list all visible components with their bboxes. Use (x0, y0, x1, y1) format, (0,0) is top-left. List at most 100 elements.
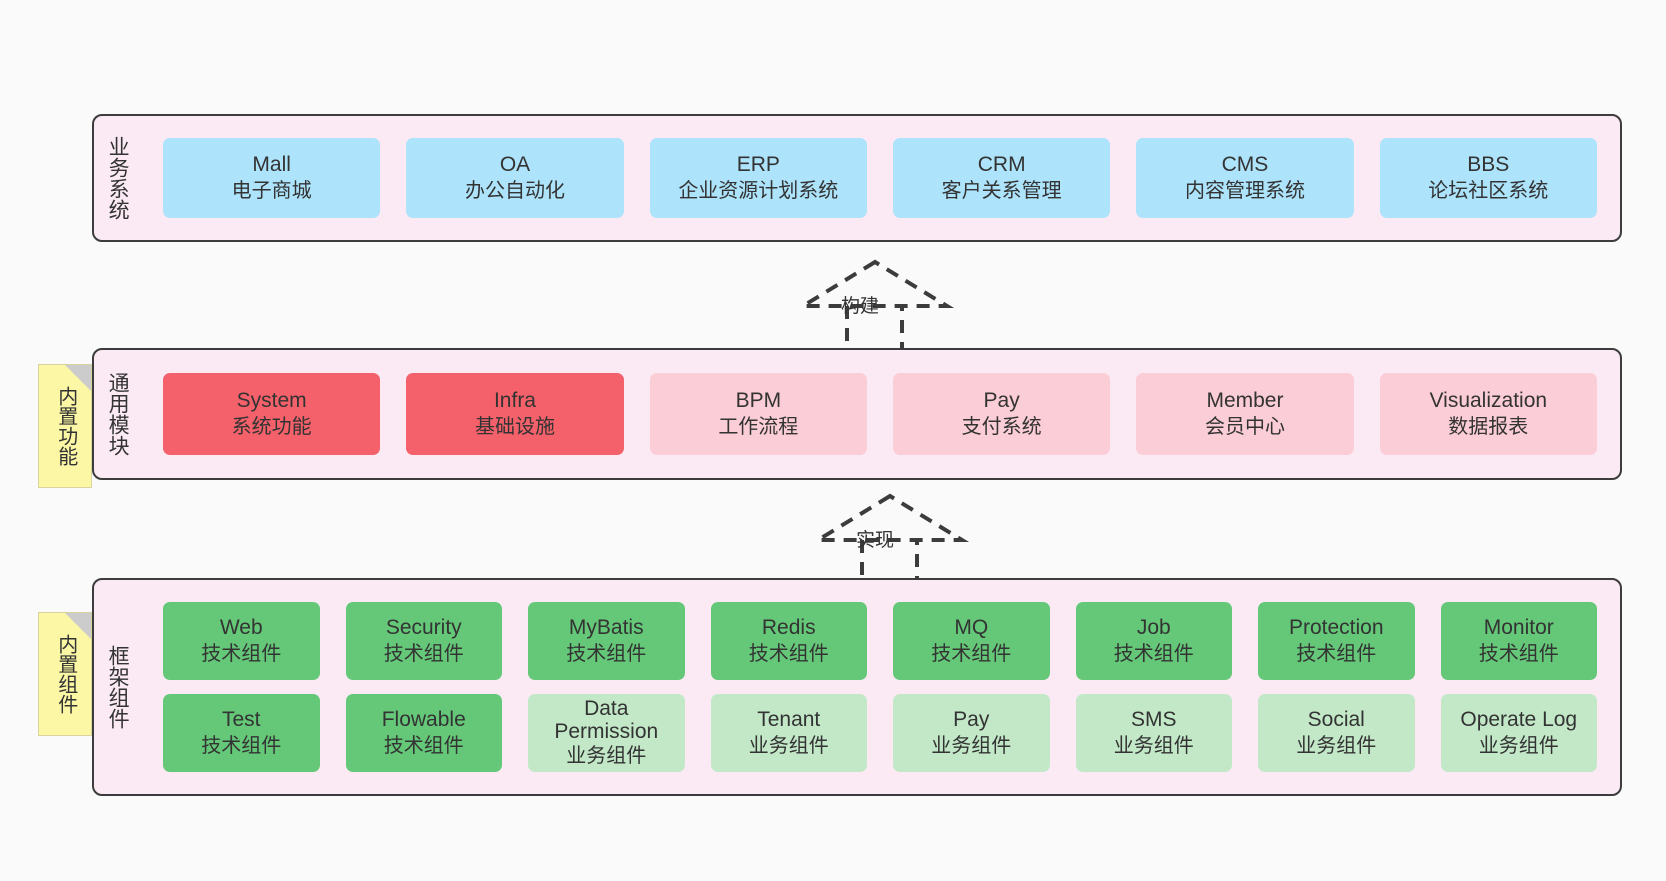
node-subtitle: 业务组件 (1113, 734, 1194, 757)
node-title: Web (219, 616, 263, 640)
node-title: MyBatis (568, 616, 644, 640)
node-subtitle: 客户关系管理 (941, 179, 1062, 202)
note-builtin-function: 内置功能 (38, 364, 92, 488)
note-builtin-component-label: 内置组件 (54, 634, 77, 714)
node-job[interactable]: Job 技术组件 (1075, 602, 1232, 680)
framework-row-business: Test 技术组件 Flowable 技术组件 Data Permission … (150, 694, 1610, 772)
node-operate-log[interactable]: Operate Log 业务组件 (1440, 694, 1597, 772)
node-title: CMS (1221, 153, 1269, 177)
node-title: Member (1206, 389, 1284, 413)
node-subtitle: 业务组件 (931, 734, 1012, 757)
node-subtitle: 企业资源计划系统 (678, 179, 839, 202)
business-system-items: Mall 电子商城 OA 办公自动化 ERP 企业资源计划系统 CRM 客户关系… (140, 116, 1620, 240)
node-data-permission[interactable]: Data Permission 业务组件 (528, 694, 685, 772)
node-tenant[interactable]: Tenant 业务组件 (710, 694, 867, 772)
node-title: Operate Log (1460, 708, 1578, 732)
node-title: CRM (977, 153, 1026, 177)
node-system[interactable]: System 系统功能 (163, 373, 381, 455)
framework-component-items: Web 技术组件 Security 技术组件 MyBatis 技术组件 Redi… (140, 580, 1620, 794)
node-subtitle: 系统功能 (231, 415, 312, 438)
node-cms[interactable]: CMS 内容管理系统 (1136, 138, 1354, 218)
node-title: System (236, 389, 307, 413)
node-subtitle: 数据报表 (1448, 415, 1529, 438)
node-mall[interactable]: Mall 电子商城 (163, 138, 381, 218)
node-crm[interactable]: CRM 客户关系管理 (892, 138, 1111, 218)
node-sms[interactable]: SMS 业务组件 (1075, 694, 1232, 772)
business-system-band: 业务系统 Mall 电子商城 OA 办公自动化 ERP 企业资源计划系统 CRM… (92, 114, 1622, 242)
node-mybatis[interactable]: MyBatis 技术组件 (528, 602, 685, 680)
node-flowable[interactable]: Flowable 技术组件 (345, 694, 502, 772)
framework-component-label: 框架组件 (106, 645, 130, 729)
node-title: Job (1136, 616, 1171, 640)
node-title: ERP (736, 153, 780, 177)
node-subtitle: 技术组件 (931, 642, 1012, 665)
node-subtitle: 技术组件 (383, 642, 464, 665)
common-module-label: 通用模块 (106, 372, 130, 456)
node-title: Data Permission (554, 696, 659, 744)
node-title: Pay (983, 389, 1020, 413)
node-title: Mall (252, 153, 291, 177)
node-title: Pay (953, 708, 990, 732)
node-subtitle: 办公自动化 (464, 179, 565, 202)
note-fold-icon (65, 613, 91, 639)
node-infra[interactable]: Infra 基础设施 (406, 373, 624, 455)
node-subtitle: 技术组件 (1113, 642, 1194, 665)
common-module-band: 通用模块 System 系统功能 Infra 基础设施 BPM 工作流程 Pay… (92, 348, 1622, 480)
node-subtitle: 会员中心 (1204, 415, 1285, 438)
node-title: SMS (1130, 708, 1177, 732)
node-mq[interactable]: MQ 技术组件 (893, 602, 1050, 680)
node-subtitle: 技术组件 (1296, 642, 1377, 665)
node-subtitle: 技术组件 (201, 734, 282, 757)
node-title: BPM (735, 389, 782, 413)
node-security[interactable]: Security 技术组件 (345, 602, 502, 680)
node-subtitle: 论坛社区系统 (1428, 179, 1549, 202)
framework-row-technical: Web 技术组件 Security 技术组件 MyBatis 技术组件 Redi… (150, 602, 1610, 680)
node-web[interactable]: Web 技术组件 (163, 602, 320, 680)
node-pay-module[interactable]: Pay 支付系统 (892, 373, 1111, 455)
node-title: Infra (493, 389, 536, 413)
node-visualization[interactable]: Visualization 数据报表 (1379, 373, 1597, 455)
node-oa[interactable]: OA 办公自动化 (406, 138, 624, 218)
note-builtin-function-label: 内置功能 (54, 386, 77, 466)
node-social[interactable]: Social 业务组件 (1258, 694, 1415, 772)
node-title: Visualization (1429, 389, 1548, 413)
connector-implement-label: 实现 (856, 530, 895, 551)
framework-component-band: 框架组件 Web 技术组件 Security 技术组件 MyBatis 技术组件… (92, 578, 1622, 796)
node-test[interactable]: Test 技术组件 (163, 694, 320, 772)
node-title: Redis (761, 616, 816, 640)
node-redis[interactable]: Redis 技术组件 (710, 602, 867, 680)
connector-implement: 实现 (810, 492, 970, 594)
node-pay-component[interactable]: Pay 业务组件 (893, 694, 1050, 772)
node-erp[interactable]: ERP 企业资源计划系统 (649, 138, 867, 218)
node-subtitle: 工作流程 (718, 415, 799, 438)
note-fold-icon (65, 365, 91, 391)
note-builtin-component: 内置组件 (38, 612, 92, 736)
node-bbs[interactable]: BBS 论坛社区系统 (1379, 138, 1597, 218)
common-module-items: System 系统功能 Infra 基础设施 BPM 工作流程 Pay 支付系统… (140, 350, 1620, 478)
node-title: Security (385, 616, 462, 640)
node-subtitle: 业务组件 (566, 744, 647, 767)
node-subtitle: 业务组件 (748, 734, 829, 757)
node-member[interactable]: Member 会员中心 (1136, 373, 1354, 455)
node-protection[interactable]: Protection 技术组件 (1258, 602, 1415, 680)
node-title: MQ (954, 616, 989, 640)
node-title: Protection (1288, 616, 1384, 640)
node-title: Social (1307, 708, 1365, 732)
node-title: Test (221, 708, 261, 732)
node-subtitle: 业务组件 (1296, 734, 1377, 757)
node-subtitle: 内容管理系统 (1184, 179, 1305, 202)
node-monitor[interactable]: Monitor 技术组件 (1440, 602, 1597, 680)
connector-build-label: 构建 (841, 296, 880, 317)
node-title: OA (499, 153, 531, 177)
node-subtitle: 业务组件 (1478, 734, 1559, 757)
node-bpm[interactable]: BPM 工作流程 (649, 373, 867, 455)
node-title: Tenant (757, 708, 821, 732)
node-subtitle: 技术组件 (748, 642, 829, 665)
node-subtitle: 技术组件 (1478, 642, 1559, 665)
node-title: Monitor (1483, 616, 1554, 640)
connector-build: 构建 (795, 258, 955, 360)
node-title: Flowable (381, 708, 466, 732)
node-title: BBS (1467, 153, 1510, 177)
node-subtitle: 技术组件 (566, 642, 647, 665)
